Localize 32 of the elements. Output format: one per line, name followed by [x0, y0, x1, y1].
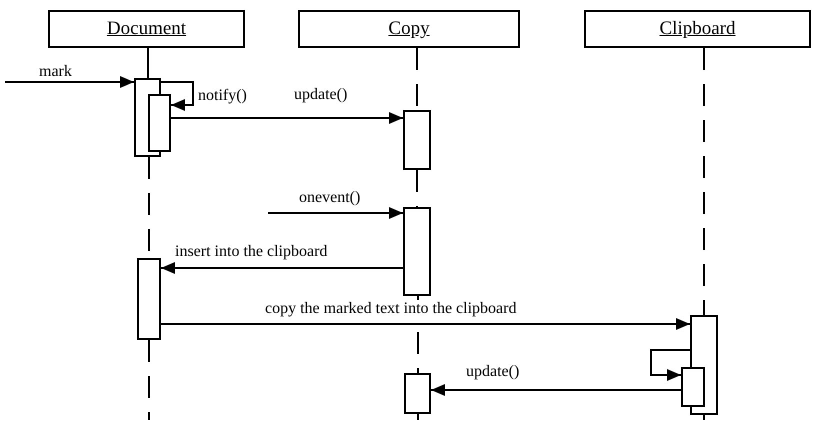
object-name: Clipboard — [660, 18, 736, 40]
message-arrow — [5, 76, 134, 88]
message-arrow — [161, 81, 194, 111]
message-arrow — [268, 207, 403, 219]
object-name: Copy — [388, 18, 430, 40]
object-name: Document — [106, 18, 186, 40]
activation-bar — [137, 258, 161, 340]
lifeline — [416, 170, 418, 207]
message-label: update() — [293, 86, 348, 104]
message-arrow — [431, 384, 681, 396]
lifeline — [148, 340, 150, 420]
message-label: onevent() — [298, 189, 362, 207]
message-label: notify() — [197, 87, 248, 105]
message-arrow — [650, 349, 690, 381]
activation-bar — [403, 207, 431, 296]
activation-bar — [681, 367, 705, 407]
message-label: copy the marked text into the clipboard — [264, 300, 518, 318]
object-box — [298, 10, 520, 48]
message-arrow — [161, 262, 403, 274]
object-box — [48, 10, 245, 48]
lifeline — [417, 414, 419, 420]
message-arrow — [161, 318, 690, 330]
activation-bar — [148, 94, 171, 152]
lifeline — [703, 48, 705, 315]
message-label: update() — [465, 363, 520, 381]
lifeline — [147, 48, 149, 78]
activation-bar — [403, 110, 431, 170]
object-box — [584, 10, 811, 48]
message-label: insert into the clipboard — [174, 243, 328, 261]
lifeline — [703, 415, 705, 420]
message-arrow — [171, 112, 403, 124]
activation-bar — [404, 373, 431, 414]
